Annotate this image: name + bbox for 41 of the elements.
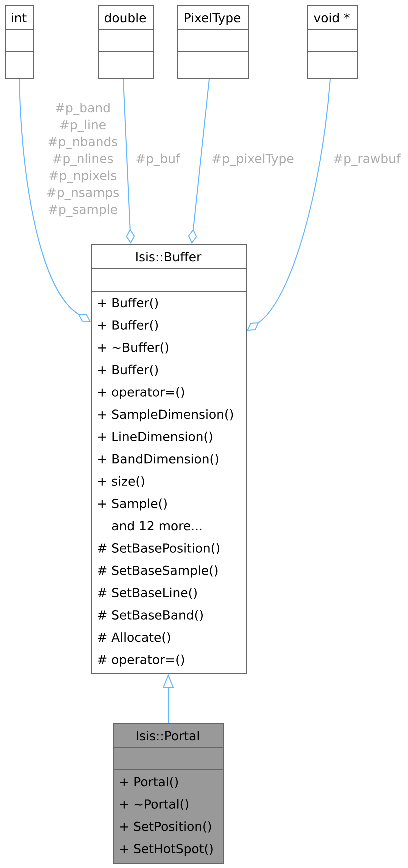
class-name: PixelType	[185, 13, 241, 26]
member-item: + SampleDimension()	[98, 410, 234, 422]
member-item: # operator=()	[98, 654, 184, 667]
member-item: # Allocate()	[98, 632, 170, 644]
member-item: + operator=()	[98, 387, 184, 400]
member-item: # SetBaseBand()	[98, 610, 203, 622]
member-item: + ~Portal()	[120, 799, 188, 810]
member-item: + ~Buffer()	[98, 342, 168, 354]
edge-label: #p_buf	[136, 154, 181, 166]
member-item: + SetPosition()	[120, 822, 212, 833]
member-item: + LineDimension()	[98, 432, 212, 443]
member-item: + Buffer()	[98, 298, 158, 310]
member-item: # SetBaseSample()	[98, 566, 218, 578]
aggregation-arrow	[19, 78, 91, 322]
aggregation-arrow	[188, 78, 210, 244]
edge-label: #p_rawbuf	[334, 154, 402, 166]
class-box	[176, 5, 249, 79]
member-item: + Buffer()	[98, 364, 158, 376]
edge-label: #p_pixelType	[212, 154, 294, 166]
class-name: Isis::Portal	[137, 731, 199, 741]
class-box	[306, 5, 358, 79]
member-item: + Sample()	[98, 498, 167, 511]
member-item: + SetHotSpot()	[120, 844, 213, 856]
aggregation-arrow	[247, 78, 331, 331]
aggregation-arrow	[123, 78, 136, 244]
class-name: Isis::Buffer	[136, 252, 202, 262]
member-item: + BandDimension()	[98, 454, 218, 466]
class-name: double	[104, 13, 146, 23]
member-item: + Portal()	[120, 777, 178, 788]
member-item: + size()	[98, 476, 144, 488]
class-box	[112, 723, 224, 864]
member-item: # SetBaseLine()	[98, 588, 197, 600]
class-name: void *	[314, 13, 350, 23]
class-box	[98, 5, 154, 79]
class-name: int	[12, 13, 27, 22]
member-item: # SetBasePosition()	[98, 543, 220, 554]
class-box	[4, 5, 34, 79]
member-item: + Buffer()	[98, 320, 158, 332]
more-note: and 12 more...	[112, 521, 202, 531]
class-box	[90, 244, 247, 674]
edge-label: #p_band #p_line #p_nbands #p_nlines #p_npixels #p_nsamps #p_sample	[47, 103, 119, 218]
